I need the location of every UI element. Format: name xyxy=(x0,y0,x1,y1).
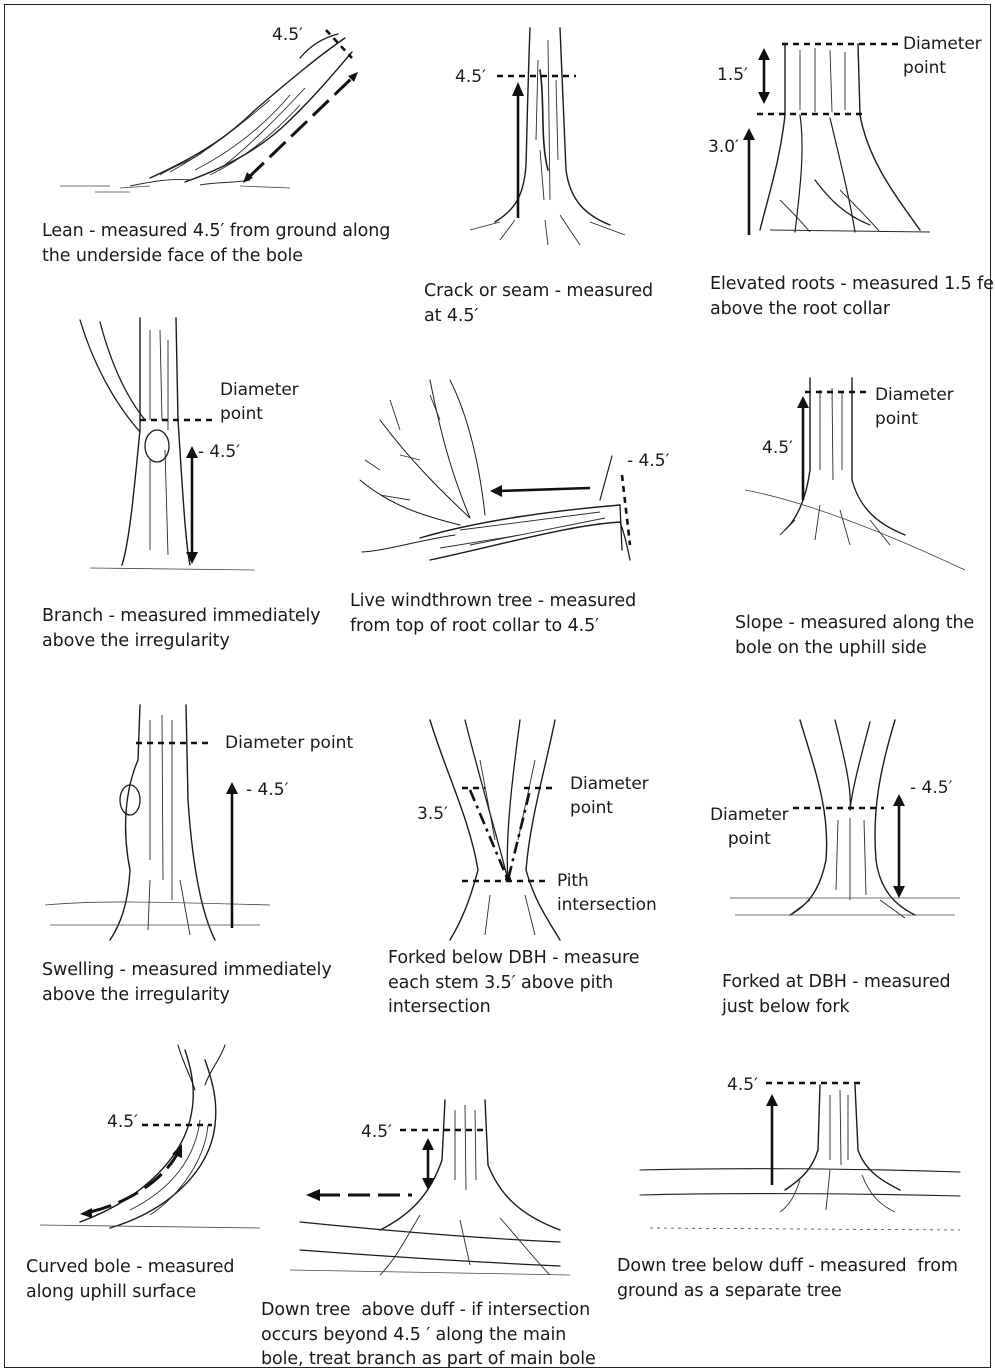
forked-below-height-label: 3.5′ xyxy=(417,804,448,824)
windthrown-tree-drawing xyxy=(360,380,630,560)
crack-tree-drawing xyxy=(470,28,625,245)
slope-point-label: Diameter point xyxy=(875,383,954,431)
forked-below-caption: Forked below DBH - measure each stem 3.5… xyxy=(388,946,639,1020)
down-below-height-label: 4.5′ xyxy=(727,1075,758,1095)
forked-at-caption: Forked at DBH - measured just below fork xyxy=(722,970,951,1019)
swelling-caption: Swelling - measured immediately above th… xyxy=(42,958,332,1007)
down-below-caption: Down tree below duff - measured from gro… xyxy=(617,1254,958,1303)
curved-caption: Curved bole - measured along uphill surf… xyxy=(26,1255,234,1304)
curved-height-label: 4.5′ xyxy=(107,1112,138,1132)
down-above-height-label: 4.5′ xyxy=(361,1122,392,1142)
swelling-point-label: Diameter point xyxy=(225,733,353,753)
elevated-roots-caption: Elevated roots - measured 1.5 feet above… xyxy=(710,272,995,321)
elevated-roots-lower-label: 3.0′ xyxy=(708,137,739,157)
elevated-roots-point-label: Diameter point xyxy=(903,32,982,80)
crack-caption: Crack or seam - measured at 4.5′ xyxy=(424,279,653,328)
branch-height-label: - 4.5′ xyxy=(198,440,240,464)
forked-at-point-label: Diameter point xyxy=(710,803,789,851)
crack-height-label: 4.5′ xyxy=(455,67,486,87)
forked-at-height-label: - 4.5′ xyxy=(910,778,953,798)
lean-tree-drawing xyxy=(60,30,358,192)
slope-caption: Slope - measured along the bole on the u… xyxy=(735,611,974,660)
elevated-roots-upper-label: 1.5′ xyxy=(717,65,748,85)
swelling-height-label: - 4.5′ xyxy=(246,780,289,800)
down-above-tree-drawing xyxy=(290,1100,570,1275)
forked-below-pith-label: Pith intersection xyxy=(557,869,657,917)
branch-caption: Branch - measured immediately above the … xyxy=(42,604,321,653)
down-below-tree-drawing xyxy=(640,1083,960,1230)
windthrown-caption: Live windthrown tree - measured from top… xyxy=(350,589,636,638)
lean-caption: Lean - measured 4.5′ from ground along t… xyxy=(42,219,390,268)
lean-height-label: 4.5′ xyxy=(272,25,303,45)
slope-height-label: 4.5′ xyxy=(762,438,793,458)
curved-bole-tree-drawing xyxy=(40,1045,260,1228)
down-above-caption: Down tree above duff - if intersection o… xyxy=(261,1298,596,1372)
forked-below-tree-drawing xyxy=(430,720,560,940)
branch-point-label: Diameter point xyxy=(220,378,299,426)
windthrown-height-label: - 4.5′ xyxy=(627,451,670,471)
elevated-roots-tree-drawing xyxy=(743,44,930,235)
forked-below-point-label: Diameter point xyxy=(570,772,649,820)
